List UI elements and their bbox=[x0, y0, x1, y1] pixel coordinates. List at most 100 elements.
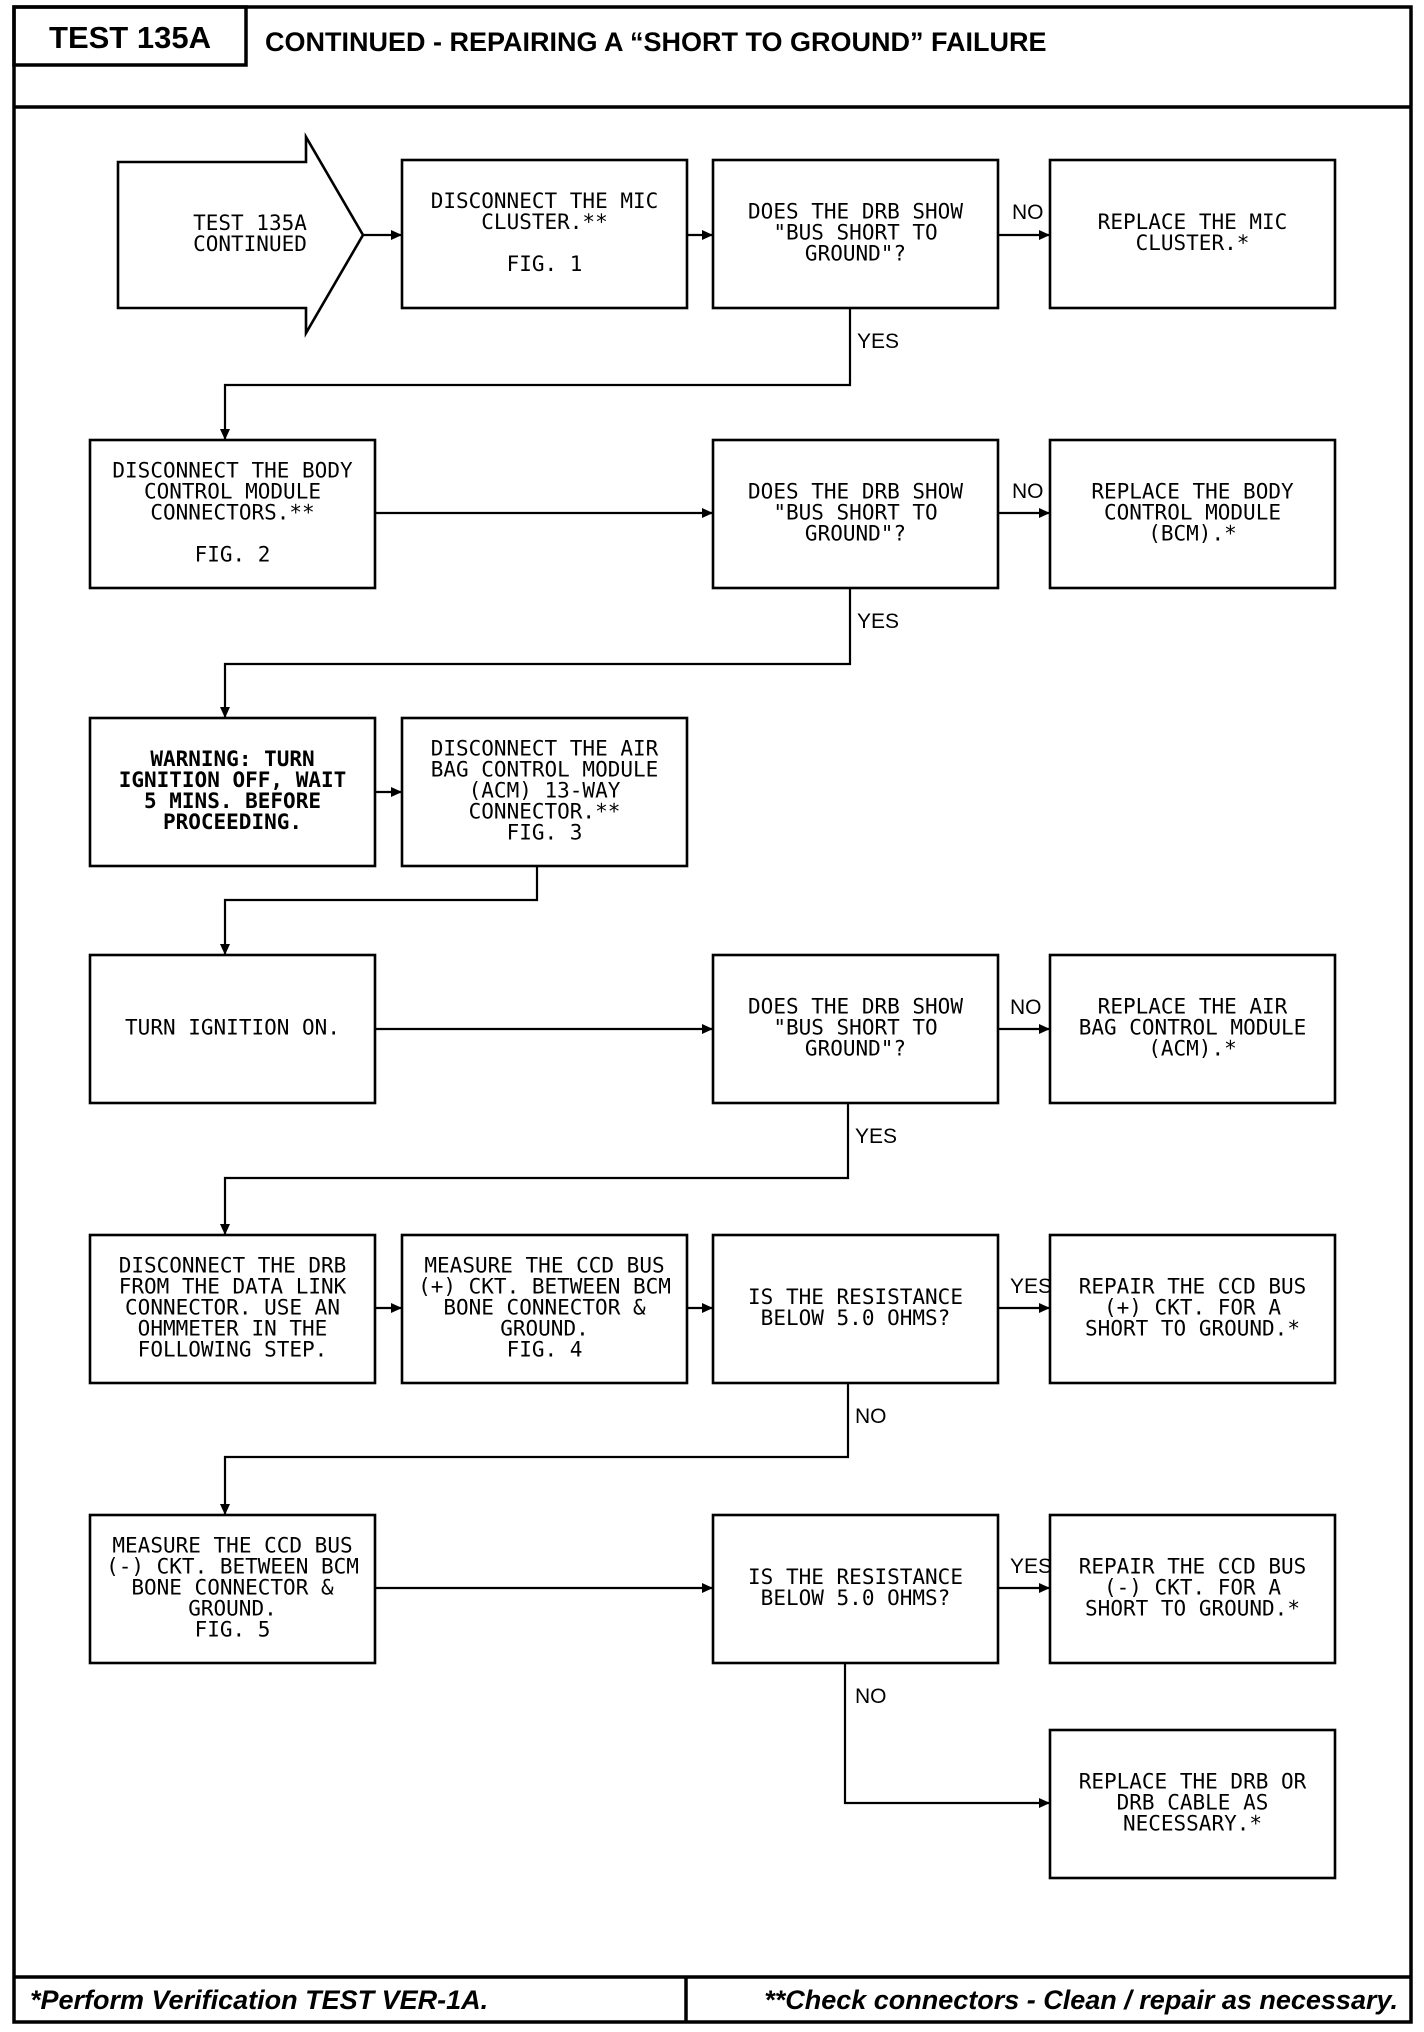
disc-acm-to-ign-on-line bbox=[223, 866, 539, 955]
disc-bcm-to-q2-arrowhead bbox=[702, 508, 713, 518]
q3-yes-edge-line bbox=[223, 1103, 850, 1235]
q1-line: "BUS SHORT TO bbox=[773, 221, 937, 245]
q5-yes-label: YES bbox=[1010, 1555, 1052, 1578]
q2-box bbox=[711, 438, 1000, 590]
flow-boxes bbox=[88, 158, 1337, 1880]
disc-bcm-line: FIG. 2 bbox=[195, 543, 271, 567]
q3-no-edge-arrowhead bbox=[1039, 1024, 1050, 1034]
disc-drb-line: FROM THE DATA LINK bbox=[119, 1275, 347, 1299]
start-line: CONTINUED bbox=[193, 232, 307, 256]
repair-plus-line: (+) CKT. FOR A bbox=[1104, 1296, 1281, 1320]
q2-yes-edge-line bbox=[223, 588, 852, 718]
warning-to-disc-acm-arrowhead bbox=[391, 787, 402, 797]
page-title: CONTINUED - REPAIRING A “SHORT TO GROUND… bbox=[265, 27, 1047, 57]
disc-mic-to-q1-arrowhead bbox=[702, 230, 713, 240]
ign-on-text: TURN IGNITION ON. bbox=[125, 1016, 340, 1040]
page-frame bbox=[12, 5, 1413, 2024]
disc-acm-box bbox=[400, 716, 689, 868]
q2-no-label: NO bbox=[1012, 480, 1044, 503]
q4-yes-edge-arrowhead bbox=[1039, 1303, 1050, 1313]
ign-on-line: TURN IGNITION ON. bbox=[125, 1016, 340, 1040]
q1-line: DOES THE DRB SHOW bbox=[748, 200, 963, 224]
disc-acm-line: FIG. 3 bbox=[507, 821, 583, 845]
disc-mic-line: CLUSTER.** bbox=[481, 210, 607, 234]
replace-bcm-box bbox=[1048, 438, 1337, 590]
warning-box bbox=[88, 716, 377, 868]
q5-line: BELOW 5.0 OHMS? bbox=[761, 1586, 951, 1610]
replace-acm-line: BAG CONTROL MODULE bbox=[1079, 1016, 1307, 1040]
q2-yes-label: YES bbox=[857, 610, 899, 633]
q4-line: BELOW 5.0 OHMS? bbox=[761, 1306, 951, 1330]
q2-yes-edge-arrowhead bbox=[220, 707, 230, 718]
measure-minus-line: GROUND. bbox=[188, 1597, 277, 1621]
repair-plus-line: REPAIR THE CCD BUS bbox=[1079, 1275, 1307, 1299]
disc-drb-line: DISCONNECT THE DRB bbox=[119, 1254, 347, 1278]
replace-acm-box bbox=[1048, 953, 1337, 1105]
q2-line: GROUND"? bbox=[805, 522, 906, 546]
q4-box bbox=[711, 1233, 1000, 1385]
start-line: TEST 135A bbox=[193, 211, 307, 235]
q4-line: IS THE RESISTANCE bbox=[748, 1285, 963, 1309]
disc-acm-line: BAG CONTROL MODULE bbox=[431, 758, 659, 782]
disc-bcm-line: CONNECTORS.** bbox=[150, 501, 314, 525]
disc-drb-box bbox=[88, 1233, 377, 1385]
warning-line: IGNITION OFF, WAIT bbox=[119, 768, 347, 792]
warning-line: WARNING: TURN bbox=[150, 747, 314, 771]
measure-minus-line: (-) CKT. BETWEEN BCM bbox=[106, 1555, 359, 1579]
q1-yes-label: YES bbox=[857, 330, 899, 353]
footer-verification-note: *Perform Verification TEST VER-1A. bbox=[30, 1985, 488, 2015]
ign-on-to-q3-arrowhead bbox=[702, 1024, 713, 1034]
q4-no-edge-arrowhead bbox=[220, 1504, 230, 1515]
disc-drb-line: OHMMETER IN THE bbox=[138, 1317, 328, 1341]
connectors bbox=[220, 230, 1050, 1808]
repair-minus-line: SHORT TO GROUND.* bbox=[1085, 1597, 1300, 1621]
q3-no-label: NO bbox=[1010, 996, 1042, 1019]
replace-drb-box bbox=[1048, 1728, 1337, 1880]
q3-yes-edge-arrowhead bbox=[220, 1224, 230, 1235]
warning-line: 5 MINS. BEFORE bbox=[144, 789, 321, 813]
q3-yes-label: YES bbox=[855, 1125, 897, 1148]
measure-plus-line: MEASURE THE CCD BUS bbox=[424, 1254, 664, 1278]
replace-acm-line: REPLACE THE AIR bbox=[1098, 995, 1288, 1019]
warning-line: PROCEEDING. bbox=[163, 810, 302, 834]
q2-no-edge-arrowhead bbox=[1039, 508, 1050, 518]
q4-no-label: NO bbox=[855, 1405, 887, 1428]
q3-line: "BUS SHORT TO bbox=[773, 1016, 937, 1040]
test-id-label: TEST 135A bbox=[49, 20, 211, 55]
q1-yes-edge-line bbox=[223, 308, 852, 440]
disc-drb-to-measure-plus-arrowhead bbox=[391, 1303, 402, 1313]
repair-minus-line: REPAIR THE CCD BUS bbox=[1079, 1555, 1307, 1579]
disc-mic-line: DISCONNECT THE MIC bbox=[431, 189, 659, 213]
disc-acm-to-ign-on-arrowhead bbox=[220, 944, 230, 955]
q1-no-edge-arrowhead bbox=[1039, 230, 1050, 240]
q5-no-label: NO bbox=[855, 1685, 887, 1708]
measure-plus-box bbox=[400, 1233, 689, 1385]
disc-drb-line: CONNECTOR. USE AN bbox=[125, 1296, 340, 1320]
q5-box bbox=[711, 1513, 1000, 1665]
q5-no-edge-arrowhead bbox=[1039, 1798, 1050, 1808]
test-id-box bbox=[12, 5, 248, 67]
measure-plus-line: GROUND. bbox=[500, 1317, 589, 1341]
disc-mic-box bbox=[400, 158, 689, 310]
replace-drb-line: NECESSARY.* bbox=[1123, 1812, 1262, 1836]
repair-minus-line: (-) CKT. FOR A bbox=[1104, 1576, 1281, 1600]
q1-line: GROUND"? bbox=[805, 242, 906, 266]
replace-mic-line: REPLACE THE MIC bbox=[1098, 210, 1288, 234]
q1-yes-edge-arrowhead bbox=[220, 429, 230, 440]
q1-no-label: NO bbox=[1012, 201, 1044, 224]
replace-drb-line: DRB CABLE AS bbox=[1117, 1791, 1269, 1815]
q5-no-edge-line bbox=[843, 1663, 1050, 1805]
